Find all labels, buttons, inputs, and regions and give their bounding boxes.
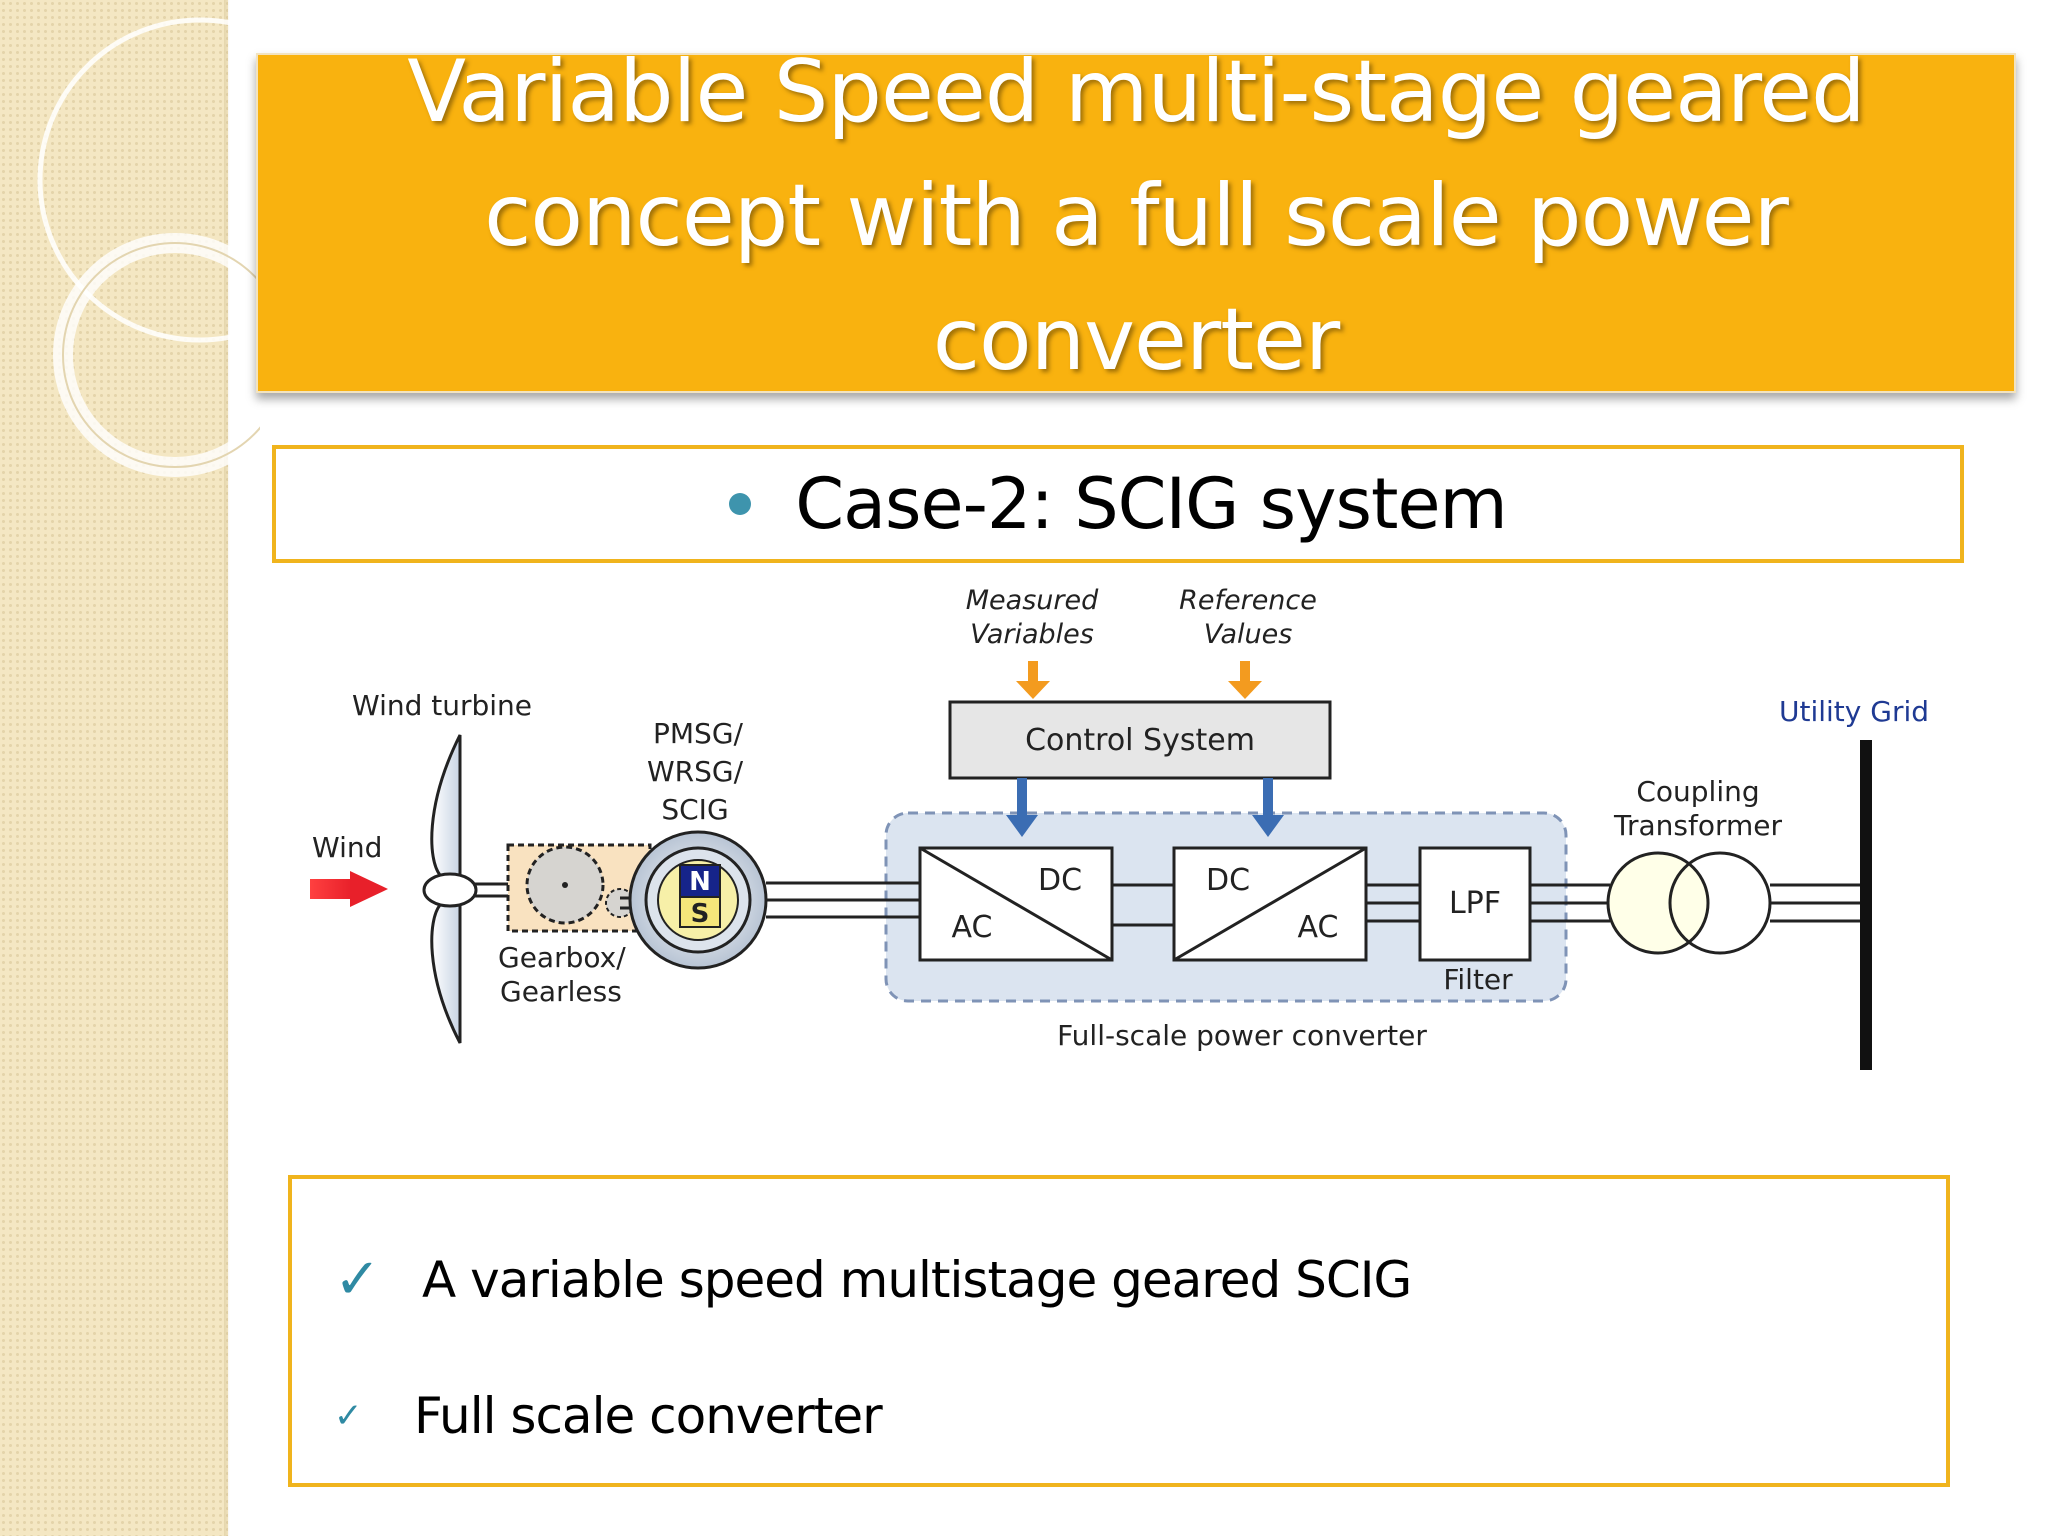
note-item: ✓ A variable speed multistage geared SCI…	[334, 1247, 1412, 1312]
pole-n-label: N	[689, 867, 711, 897]
wind-arrow-icon	[310, 871, 388, 907]
decorative-rings	[37, 17, 260, 477]
lpf-label: LPF	[1449, 886, 1501, 921]
control-system-label: Control System	[1025, 723, 1255, 758]
wind-turbine-label: Wind turbine	[352, 689, 532, 722]
wind-turbine-system-diagram: Wind Wind turbine Gearbox/ Gearless PMSG…	[310, 585, 1929, 1070]
coupling-label-line2: Transformer	[1613, 809, 1783, 842]
checkmark-icon: ✓	[334, 1247, 381, 1312]
reference-label-line1: Reference	[1179, 585, 1317, 616]
gearbox-label-line2: Gearless	[500, 975, 622, 1008]
inverter-to-filter-lines	[1366, 883, 1420, 923]
utility-grid-label: Utility Grid	[1779, 695, 1929, 728]
note-item: ✓ Full scale converter	[334, 1387, 883, 1445]
bullet-dot-icon	[729, 493, 752, 515]
measured-label-line2: Variables	[970, 619, 1094, 650]
measured-arrow-icon	[1016, 661, 1050, 699]
control-arrow-left-icon	[1006, 778, 1038, 837]
generator-label-line1: PMSG/	[653, 717, 744, 750]
dc-link-lines	[1112, 883, 1174, 927]
wind-turbine-icon	[422, 734, 528, 1044]
side-panel-edge	[224, 0, 230, 1536]
reference-arrow-icon	[1228, 661, 1262, 699]
utility-grid-bus	[1860, 740, 1872, 1070]
pole-s-label: S	[691, 899, 710, 929]
case-heading-box: Case-2: SCIG system	[272, 445, 1964, 563]
rectifier-ac-label: AC	[952, 910, 993, 945]
slide-title: Variable Speed multi-stage geared concep…	[407, 42, 1866, 390]
measured-label-line1: Measured	[966, 585, 1099, 616]
generator-label-line3: SCIG	[661, 793, 728, 826]
reference-label-line2: Values	[1204, 619, 1293, 650]
title-banner: Variable Speed multi-stage geared concep…	[256, 42, 2016, 393]
converter-caption: Full-scale power converter	[1057, 1019, 1427, 1052]
wind-label: Wind	[312, 831, 382, 864]
case-heading: Case-2: SCIG system	[795, 463, 1507, 545]
notes-box: ✓ A variable speed multistage geared SCI…	[288, 1175, 1950, 1487]
generator-label-line2: WRSG/	[647, 755, 744, 788]
control-system-box	[948, 700, 1332, 780]
coupling-label-line1: Coupling	[1636, 775, 1759, 808]
filter-to-transformer-lines	[1530, 883, 1610, 923]
inverter-dc-label: DC	[1206, 863, 1250, 898]
gearbox-icon	[506, 843, 710, 933]
note-text: Full scale converter	[414, 1387, 883, 1445]
control-arrow-right-icon	[1252, 778, 1284, 837]
rectifier-dc-label: DC	[1038, 863, 1082, 898]
note-text: A variable speed multistage geared SCIG	[422, 1250, 1412, 1309]
checkmark-icon: ✓	[334, 1396, 363, 1436]
filter-label: Filter	[1443, 963, 1513, 996]
transformer-icon	[1606, 851, 1772, 955]
inverter-ac-label: AC	[1298, 910, 1339, 945]
generator-icon	[628, 830, 768, 970]
gen-to-converter-lines	[766, 881, 920, 919]
gearbox-label-line1: Gearbox/	[498, 941, 626, 974]
transformer-to-grid-lines	[1770, 883, 1866, 923]
